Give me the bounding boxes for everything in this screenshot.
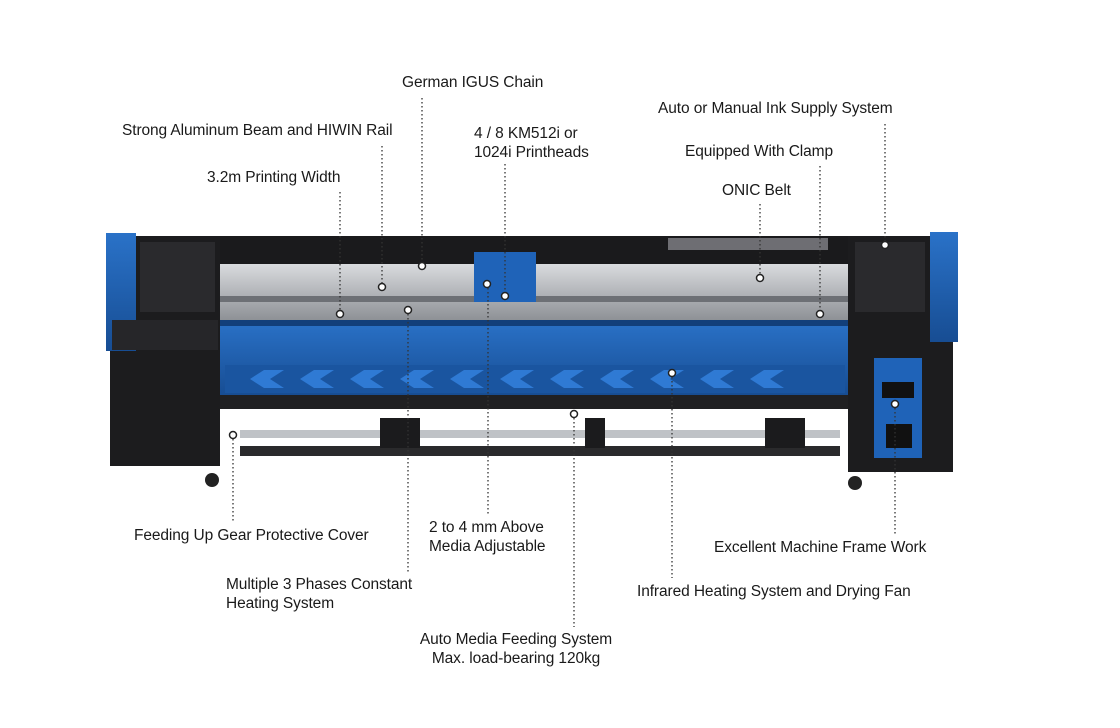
label-gear-cover: Feeding Up Gear Protective Cover (134, 527, 369, 544)
label-media-height-line2: Media Adjustable (429, 538, 546, 555)
wheel (848, 476, 862, 490)
label-frame: Excellent Machine Frame Work (714, 539, 927, 556)
label-onic-belt: ONIC Belt (722, 182, 791, 199)
leader-lines (232, 98, 896, 627)
label-heating: Multiple 3 Phases Constant Heating Syste… (226, 575, 412, 613)
label-printheads-line1: 4 / 8 KM512i or (474, 125, 578, 142)
label-beam-rail: Strong Aluminum Beam and HIWIN Rail (122, 122, 393, 139)
label-media-height-line1: 2 to 4 mm Above (429, 519, 544, 536)
label-printing-width: 3.2m Printing Width (207, 169, 341, 186)
lower-frame (220, 395, 850, 409)
ink-supply-box (855, 242, 925, 312)
grille-chevrons (250, 370, 784, 388)
label-printheads-line2: 1024i Printheads (474, 144, 589, 161)
fan-grille (225, 365, 845, 393)
label-media-height: 2 to 4 mm Above Media Adjustable (429, 518, 546, 556)
label-media-feeding: Auto Media Feeding System Max. load-bear… (408, 630, 624, 668)
label-heating-line2: Heating System (226, 595, 335, 612)
label-printheads: 4 / 8 KM512i or 1024i Printheads (474, 124, 589, 162)
label-infrared: Infrared Heating System and Drying Fan (637, 583, 911, 600)
media-roller (240, 430, 840, 438)
printer-machine (106, 232, 958, 490)
callout-dots (228, 240, 900, 440)
label-media-feeding-line1: Auto Media Feeding System (419, 631, 613, 648)
label-media-feeding-line2: Max. load-bearing 120kg (431, 650, 601, 667)
label-heating-line1: Multiple 3 Phases Constant (226, 576, 413, 593)
right-control-panel (930, 232, 958, 342)
label-clamp: Equipped With Clamp (685, 143, 834, 160)
label-igus-chain: German IGUS Chain (402, 74, 544, 91)
ink-cartridge-row (668, 238, 828, 250)
wheel (205, 473, 219, 487)
label-ink-supply: Auto or Manual Ink Supply System (658, 100, 893, 117)
